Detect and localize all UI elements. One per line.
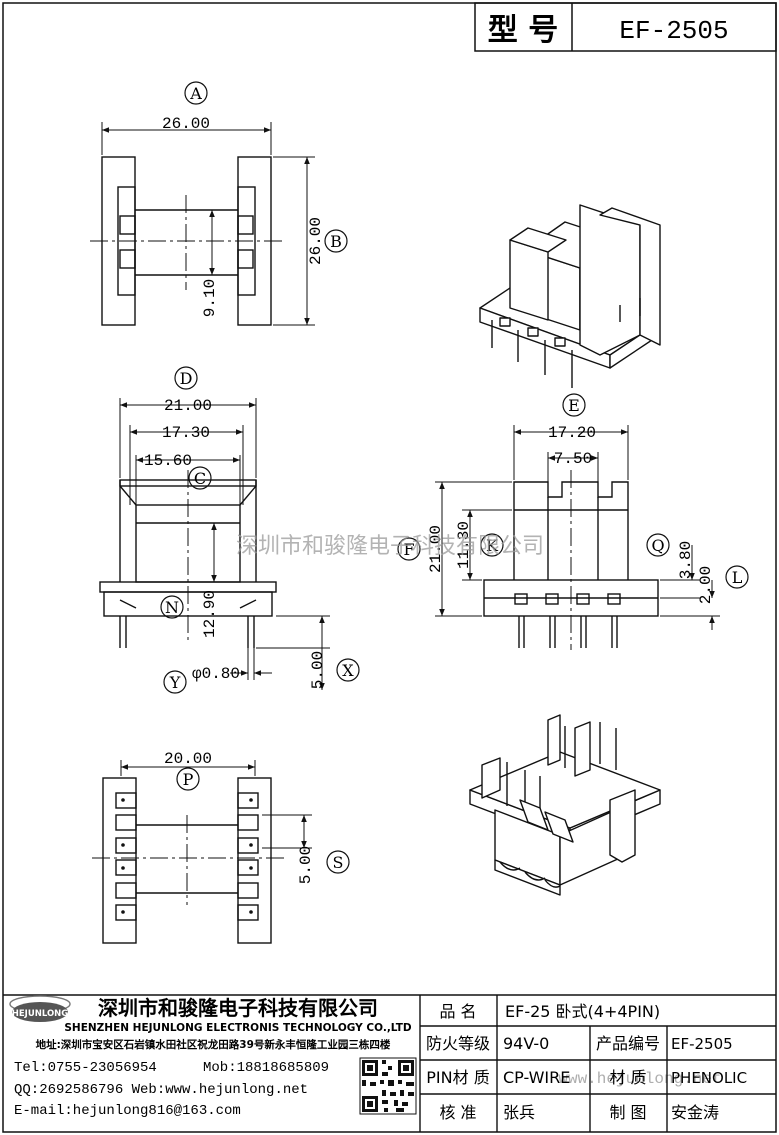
- svg-text:K: K: [486, 536, 499, 555]
- company-qq-web: QQ:2692586796 Web:www.hejunlong.net: [14, 1082, 308, 1098]
- company-mob: Mob:18818685809: [203, 1060, 329, 1076]
- label-y: Y: [163, 670, 187, 694]
- svg-text:X: X: [342, 661, 354, 680]
- logo-text: HEJUNLONG: [12, 1009, 69, 1019]
- dim-n-height: 12.90: [201, 590, 219, 638]
- svg-text:P: P: [183, 770, 194, 789]
- dim-e-center: 7.50: [554, 450, 592, 468]
- spec-check-label: 核 准: [439, 1103, 476, 1122]
- label-d: D: [174, 366, 198, 390]
- spec-code-label: 产品编号: [596, 1034, 660, 1053]
- model-label: 型 号: [488, 13, 558, 48]
- spec-mat-label: 材 质: [609, 1068, 646, 1087]
- dim-p-width: 20.00: [164, 750, 212, 768]
- dim-q-height: 3.80: [677, 541, 695, 579]
- company-tel: Tel:0755-23056954: [14, 1060, 157, 1076]
- svg-text:B: B: [330, 232, 342, 251]
- dim-e-width: 17.20: [548, 424, 596, 442]
- spec-pin-label: PIN材 质: [426, 1068, 489, 1087]
- top-view: [90, 122, 315, 326]
- dim-d-inner: 17.30: [162, 424, 210, 442]
- spec-draw-value: 安金涛: [671, 1103, 719, 1122]
- svg-text:Y: Y: [169, 673, 181, 692]
- company-address: 地址:深圳市宝安区石岩镇水田社区祝龙田路39号新永丰恒隆工业园三栋四楼: [36, 1038, 391, 1051]
- label-q: Q: [646, 533, 670, 557]
- svg-text:C: C: [194, 469, 206, 488]
- label-s: S: [326, 850, 350, 874]
- svg-text:N: N: [165, 598, 179, 617]
- spec-name-value: EF-25 卧式(4+4PIN): [505, 1002, 660, 1021]
- label-k: K: [480, 533, 504, 557]
- label-b: B: [324, 229, 348, 253]
- company-name-en: SHENZHEN HEJUNLONG ELECTRONIS TECHNOLOGY…: [64, 1022, 412, 1034]
- model-value: EF-2505: [619, 16, 728, 46]
- spec-draw-label: 制 图: [609, 1103, 646, 1122]
- side-view: [435, 425, 720, 650]
- spec-fire-label: 防火等级: [426, 1034, 490, 1053]
- svg-text:L: L: [732, 568, 743, 587]
- label-a: A: [184, 81, 208, 105]
- bottom-view: [92, 760, 312, 944]
- svg-text:S: S: [333, 853, 344, 872]
- isometric-view-top: [479, 204, 661, 388]
- dim-k-height: 11.30: [455, 521, 473, 569]
- dim-d-core: 15.60: [144, 452, 192, 470]
- model-header: 型 号 EF-2505: [474, 2, 777, 52]
- label-p: P: [176, 767, 200, 791]
- watermark-company: 深圳市和骏隆电子科技有限公司: [236, 534, 544, 559]
- label-f: F: [397, 537, 421, 561]
- spec-fire-value: 94V-0: [503, 1034, 549, 1053]
- company-logo: HEJUNLONG: [9, 995, 71, 1022]
- dim-c-gap: 9.10: [201, 279, 219, 317]
- isometric-view-bottom: [469, 714, 661, 896]
- front-view: [99, 398, 330, 690]
- dim-s-pitch: 5.00: [297, 846, 315, 884]
- label-c: C: [188, 466, 212, 490]
- label-x: X: [336, 658, 360, 682]
- dim-a-width: 26.00: [162, 115, 210, 133]
- watermark-url: www.hejunlong.net: [558, 1070, 721, 1088]
- label-e: E: [562, 393, 586, 417]
- qr-code: [359, 1057, 417, 1115]
- dim-d-width: 21.00: [164, 397, 212, 415]
- title-block: [3, 994, 776, 1132]
- spec-mat-value: PHENOLIC: [671, 1069, 747, 1087]
- dim-x-pin: 5.00: [309, 651, 327, 689]
- label-l: L: [725, 565, 749, 589]
- spec-pin-value: CP-WIRE: [503, 1068, 570, 1087]
- svg-text:Q: Q: [651, 536, 664, 555]
- svg-text:D: D: [180, 369, 193, 388]
- spec-code-value: EF-2505: [671, 1035, 733, 1053]
- bottom-view-pin-dots: [121, 798, 253, 914]
- dim-y-dia: φ0.80: [192, 665, 240, 683]
- dim-l-height: 2.00: [697, 566, 715, 604]
- svg-text:E: E: [568, 396, 580, 415]
- svg-text:A: A: [189, 84, 202, 103]
- spec-name-label: 品 名: [439, 1002, 476, 1021]
- dim-f-height: 21.00: [427, 525, 445, 573]
- company-email: E-mail:hejunlong816@163.com: [14, 1103, 241, 1119]
- svg-text:F: F: [403, 540, 414, 559]
- dim-b-height: 26.00: [307, 217, 325, 265]
- company-name-cn: 深圳市和骏隆电子科技有限公司: [98, 996, 378, 1020]
- label-n: N: [160, 595, 184, 619]
- spec-check-value: 张兵: [503, 1103, 535, 1122]
